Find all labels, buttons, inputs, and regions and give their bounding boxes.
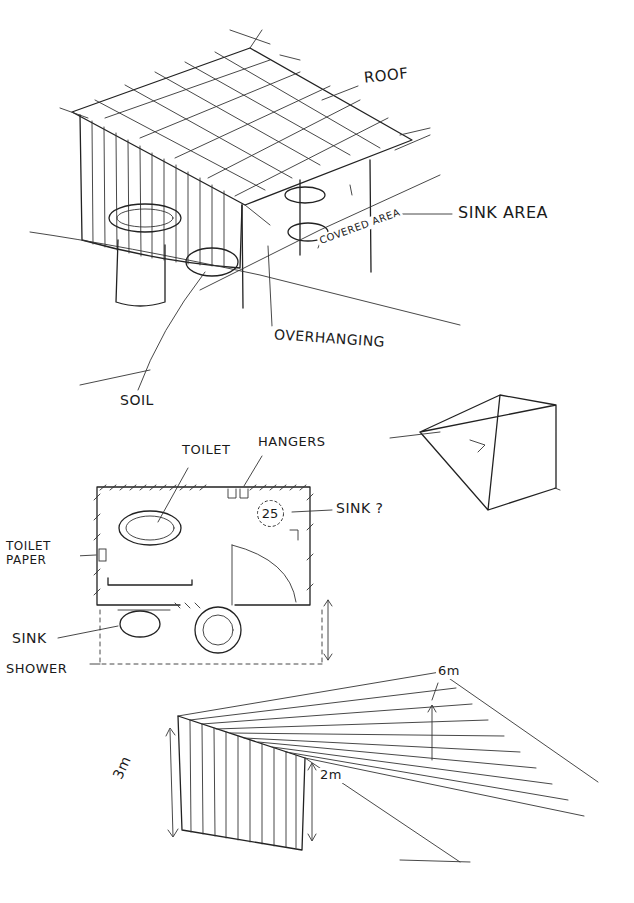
circle-number: 25 [262, 506, 279, 521]
part-label: OVERHANGING [271, 326, 387, 350]
plan-sketch [58, 456, 332, 664]
dimension-label: 3m [109, 752, 135, 784]
part-label: HANGERS [256, 435, 327, 450]
dimension-label: 6m [436, 664, 462, 679]
roof-sketch [60, 30, 430, 225]
dimension-label: 2m [318, 768, 344, 783]
part-label: SINK [10, 630, 49, 646]
part-label: SHOWER [4, 662, 69, 677]
area-label: SINK AREA [456, 204, 550, 222]
part-label: TOILET PAPER [4, 540, 80, 568]
part-label: TOILET [180, 443, 232, 458]
part-label: SINK ? [334, 500, 386, 516]
shed-sketch [166, 672, 598, 862]
circle-mark: 25 [256, 499, 285, 528]
part-label: SOIL [118, 392, 156, 408]
fixtures-sketch [109, 185, 352, 306]
part-label: ROOF [361, 65, 411, 87]
wall-sketch [30, 115, 460, 385]
